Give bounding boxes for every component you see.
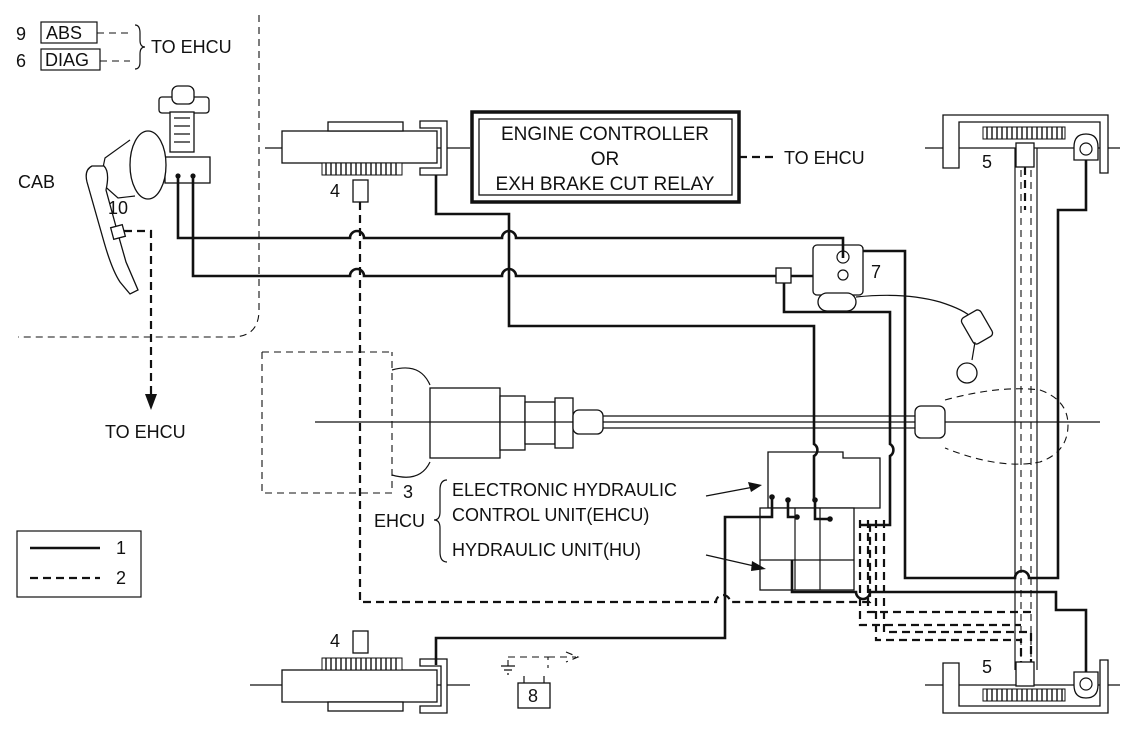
label-4-top: 4 xyxy=(330,181,340,201)
legend: 1 2 xyxy=(16,530,142,598)
ehcu-label: EHCU xyxy=(374,511,425,531)
wheel-rear-bottom: 5 xyxy=(925,657,1120,714)
diag-connector xyxy=(40,48,101,71)
connector-block: 9 ABS 6 DIAG TO EHCU xyxy=(16,21,232,71)
label-3: 3 xyxy=(403,482,413,502)
brace-icon xyxy=(433,479,448,563)
to-ehcu-label-top: TO EHCU xyxy=(151,37,232,57)
to-ehcu-label-right: TO EHCU xyxy=(784,148,865,168)
legend-label-2: 2 xyxy=(116,568,126,588)
ehcu-desc-line2: CONTROL UNIT(EHCU) xyxy=(452,505,649,525)
label-8: 8 xyxy=(528,686,538,706)
cab-label: CAB xyxy=(18,172,55,192)
exhaust-brake-valve: 7 xyxy=(812,244,994,384)
hu-desc: HYDRAULIC UNIT(HU) xyxy=(452,540,641,560)
legend-box xyxy=(16,530,142,598)
wiring-dashed xyxy=(358,167,1033,662)
label-6: 6 xyxy=(16,51,26,71)
engine-controller-line1: ENGINE CONTROLLER xyxy=(501,124,709,145)
label-5-top: 5 xyxy=(982,152,992,172)
engine-controller-box: ENGINE CONTROLLER OR EXH BRAKE CUT RELAY xyxy=(470,110,741,204)
transmission-driveshaft xyxy=(261,351,1100,494)
arrow-right-icon xyxy=(748,482,762,492)
engine-controller-line3: EXH BRAKE CUT RELAY xyxy=(496,174,715,195)
legend-label-1: 1 xyxy=(116,538,126,558)
brake-pedal-valve: 10 xyxy=(85,85,211,295)
label-9: 9 xyxy=(16,24,26,44)
wiring-solid xyxy=(176,160,1088,672)
wheel-rear-top: 5 xyxy=(925,114,1120,174)
pedal-switch-wire xyxy=(124,229,153,402)
label-4-bottom: 4 xyxy=(330,631,340,651)
arrow-down-icon xyxy=(145,394,157,410)
wheel-front-right: 4 xyxy=(250,630,470,714)
valve-connector xyxy=(775,267,792,284)
ehcu-desc-line1: ELECTRONIC HYDRAULIC xyxy=(452,480,677,500)
brace-icon xyxy=(134,24,146,70)
pedal-label-10: 10 xyxy=(108,198,128,218)
label-7: 7 xyxy=(871,262,881,282)
wheel-front-left: 4 xyxy=(265,120,470,203)
label-5-bottom: 5 xyxy=(982,657,992,677)
ehcu-hydraulic-unit xyxy=(759,451,881,591)
abs-label: ABS xyxy=(46,23,82,43)
cab-boundary-line xyxy=(18,15,260,338)
to-ehcu-label-bottom: TO EHCU xyxy=(105,422,186,442)
engine-controller-line2: OR xyxy=(591,149,620,170)
diag-label: DIAG xyxy=(45,50,89,70)
arrow-right-icon xyxy=(751,561,766,571)
component-8: 8 xyxy=(501,651,580,709)
